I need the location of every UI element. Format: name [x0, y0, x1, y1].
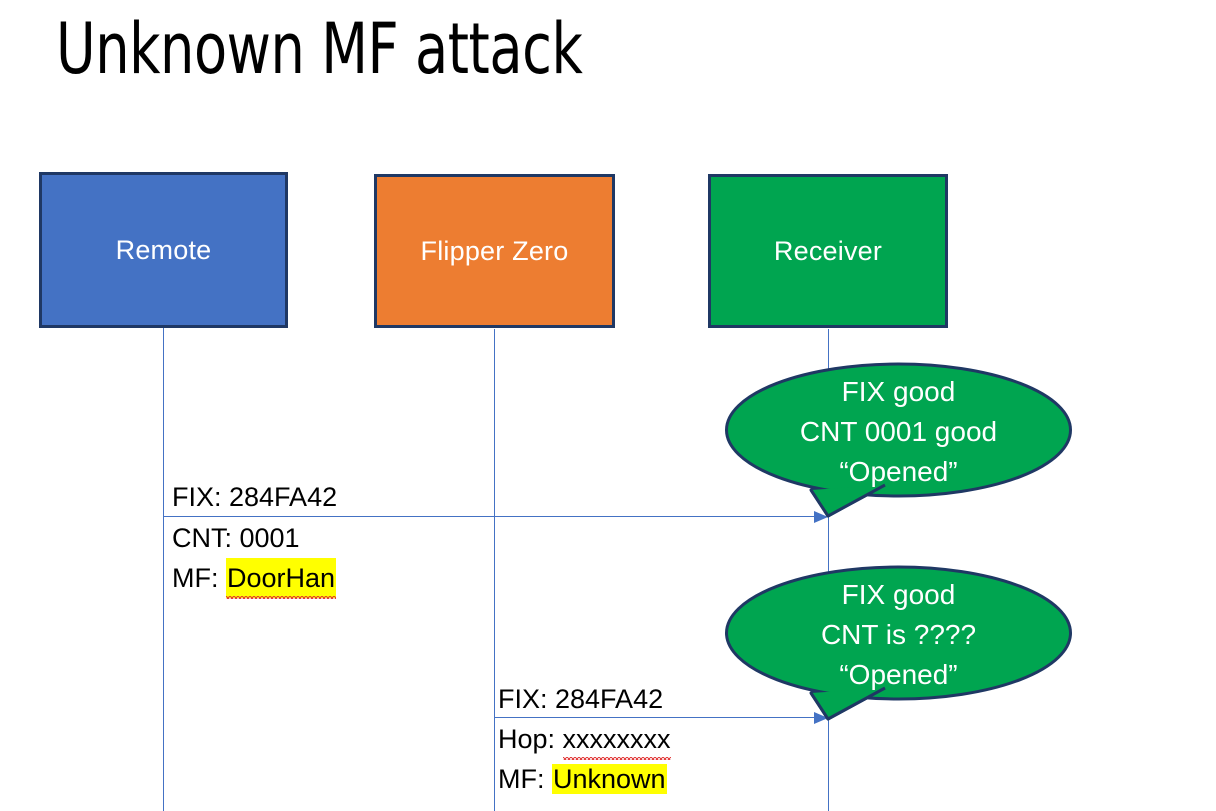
message-1-fix-line: FIX: 284FA42 [172, 477, 337, 517]
lifeline-remote [163, 327, 164, 811]
message-1-mf-prefix: MF: [172, 563, 226, 593]
message-1-mf-value: DoorHan [226, 558, 337, 599]
actor-label-remote: Remote [115, 234, 212, 265]
actor-label-receiver: Receiver [773, 235, 883, 266]
message-1-cnt-line: CNT: 0001 [172, 518, 336, 558]
actor-box-flipper[interactable]: Flipper Zero [374, 174, 615, 328]
message-1-mf-line: MF: DoorHan [172, 558, 337, 599]
page-title: Unknown MF attack [56, 8, 583, 90]
message-2-hop-value: xxxxxxxx [562, 719, 671, 760]
actor-label-flipper: Flipper Zero [420, 235, 569, 266]
lifeline-receiver [828, 329, 829, 811]
message-1-cnt-text: CNT: 0001 [172, 523, 300, 553]
actor-box-receiver[interactable]: Receiver [708, 174, 948, 328]
message-2-mf-value: Unknown [552, 764, 667, 794]
lifeline-flipper [494, 329, 495, 811]
message-2-hop-line: Hop: xxxxxxxx [498, 719, 671, 760]
speech-balloon-shape-icon [725, 565, 1072, 721]
message-2-detail-lines: Hop: xxxxxxxx MF: Unknown [498, 719, 671, 799]
message-1-detail-lines: CNT: 0001 MF: DoorHan [172, 518, 337, 599]
message-2-mf-line: MF: Unknown [498, 759, 671, 799]
speech-balloon-shape-icon [725, 362, 1072, 518]
message-1-fix-text: FIX: 284FA42 [172, 482, 338, 512]
message-2-fix-line: FIX: 284FA42 [498, 679, 663, 719]
message-2-fix-text: FIX: 284FA42 [498, 684, 664, 714]
message-arrow-remote-to-receiver [163, 511, 828, 523]
arrowhead-icon [814, 511, 828, 523]
message-2-hop-prefix: Hop: [498, 724, 563, 754]
speech-balloon-receiver-1: FIX good CNT 0001 good “Opened” [725, 362, 1072, 522]
speech-balloon-receiver-2: FIX good CNT is ???? “Opened” [725, 565, 1072, 725]
actor-box-remote[interactable]: Remote [39, 172, 288, 328]
message-2-mf-prefix: MF: [498, 764, 552, 794]
